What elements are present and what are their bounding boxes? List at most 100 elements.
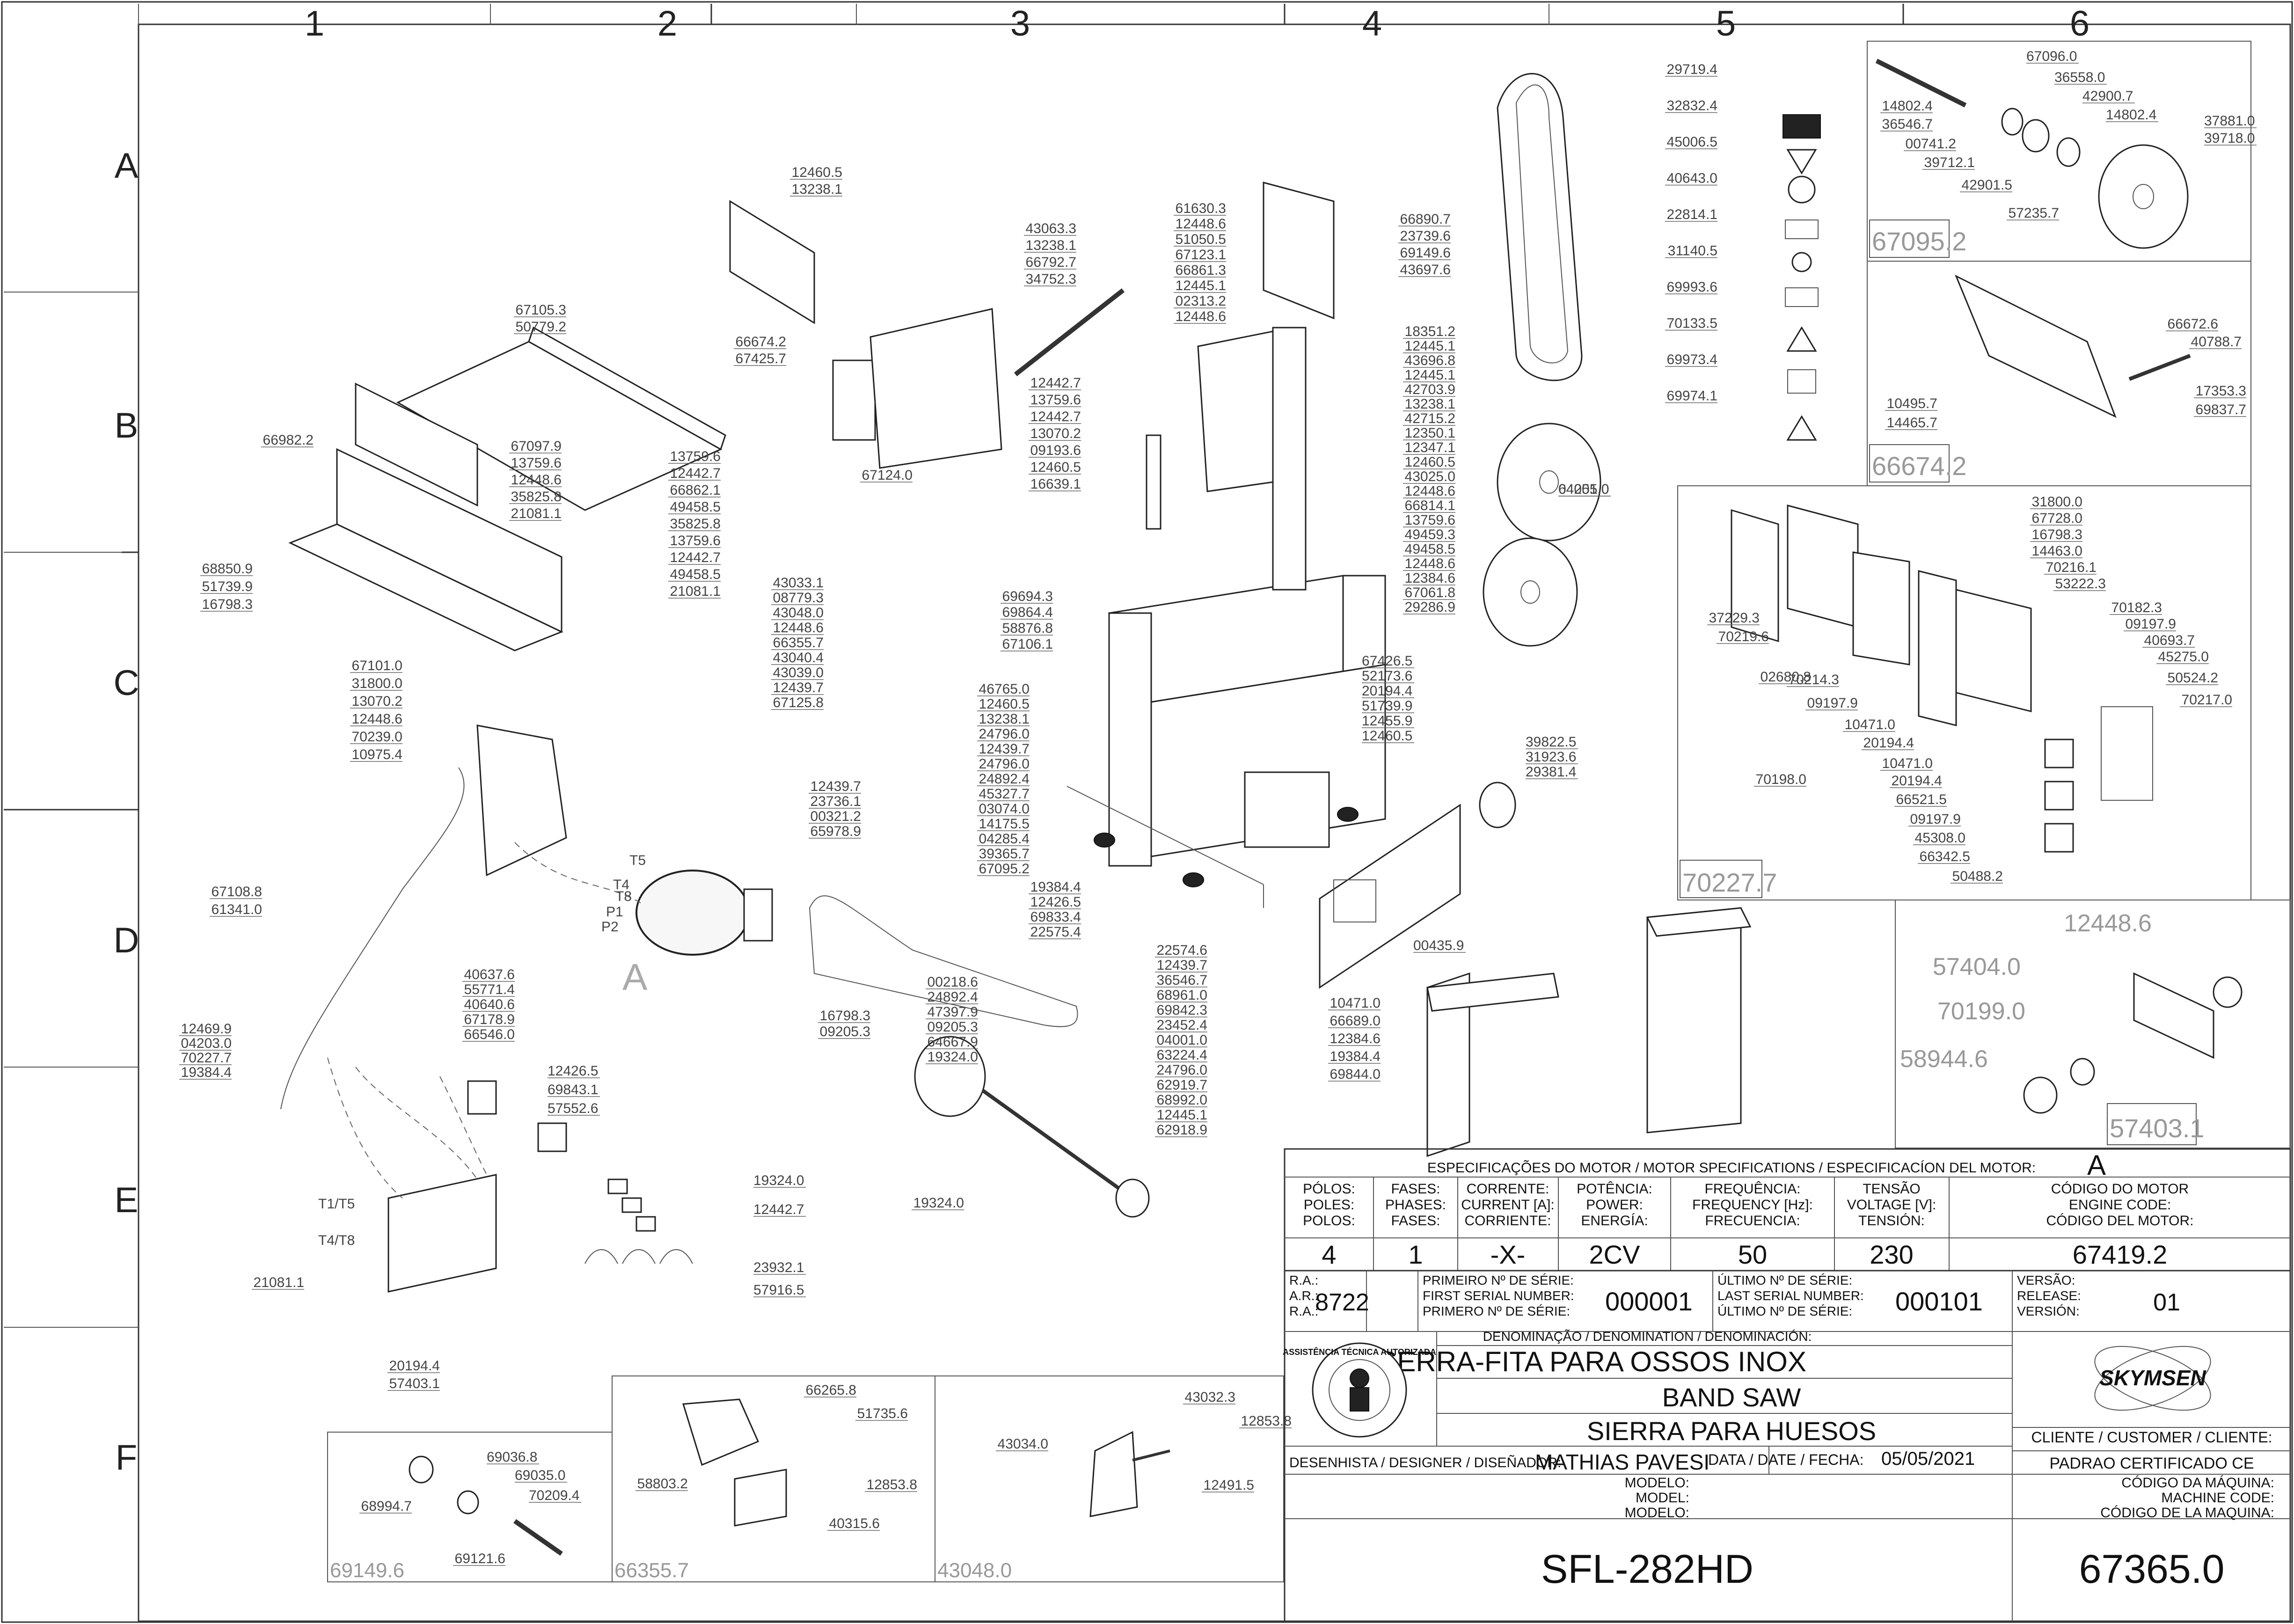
part-number-label: 13759.6 <box>670 449 721 464</box>
svg-text:MODELO:: MODELO: <box>1625 1505 1689 1521</box>
decal-part-label: 40643.0 <box>1667 171 1717 186</box>
detail-part-label: 39718.0 <box>2204 131 2255 146</box>
motor-spec-value: 4 <box>1322 1240 1336 1269</box>
grid-row-a: A <box>115 146 139 186</box>
detail-part-label: 20194.4 <box>1892 773 1942 789</box>
part-number-label: 13759.6 <box>670 533 721 549</box>
part-callouts: 12460.513238.167105.350779.266674.267425… <box>179 49 2257 1566</box>
part-number-label: 12460.5 <box>979 696 1030 712</box>
part-number-label: 63224.4 <box>1157 1047 1207 1063</box>
detail-part-label: 43032.3 <box>1185 1390 1235 1405</box>
designer-label: DESENHISTA / DESIGNER / DISEÑADOR: <box>1289 1455 1561 1470</box>
part-number-label: 23452.4 <box>1157 1017 1207 1033</box>
part-number-label: 12445.1 <box>1405 338 1455 354</box>
part-number-label: 66861.3 <box>1176 263 1226 278</box>
part-number-label: 12439.7 <box>979 741 1030 757</box>
date-value: 05/05/2021 <box>1881 1448 1975 1469</box>
motor-spec-label: CÓDIGO DO MOTOR <box>2051 1181 2189 1197</box>
seal-text: ASSISTÊNCIA TÉCNICA AUTORIZADA <box>1283 1347 1436 1357</box>
part-number-label: 13070.2 <box>1030 426 1081 441</box>
part-number-label: 22574.6 <box>1157 943 1207 958</box>
svg-text:PRIMERO Nº DE SÉRIE:: PRIMERO Nº DE SÉRIE: <box>1423 1304 1570 1318</box>
detail-part-label: 09197.9 <box>1910 812 1961 827</box>
svg-text:CÓDIGO DA MÁQUINA:: CÓDIGO DA MÁQUINA: <box>2121 1475 2274 1491</box>
part-number-label: 13238.1 <box>1405 396 1455 412</box>
detail-part-label: 68994.7 <box>361 1499 412 1514</box>
grid-row-b: B <box>115 406 139 446</box>
part-number-label: 43040.4 <box>773 650 824 666</box>
part-number-label: 69842.3 <box>1157 1002 1207 1018</box>
part-number-label: 12445.1 <box>1405 367 1455 383</box>
view-marker: A <box>622 956 648 998</box>
decal-part-label: 29719.4 <box>1667 62 1717 77</box>
detail-part-label: 39712.1 <box>1924 155 1975 170</box>
grid-col-3: 3 <box>1010 4 1030 44</box>
ra-label-es: R.A.: <box>1289 1304 1318 1318</box>
lower-wheel-drawing <box>1483 537 1578 647</box>
detail-part-label: 58944.6 <box>1900 1046 1988 1073</box>
motor-spec-columns: PÓLOS:POLES:POLOS:4FASES:PHASES:FASES:1C… <box>1303 1181 2193 1269</box>
part-number-label: 69833.4 <box>1030 909 1081 925</box>
part-number-label: 66862.1 <box>670 483 721 498</box>
detail-part-label: 66342.5 <box>1920 849 1970 864</box>
svg-text:CÓDIGO DE LA MAQUINA:: CÓDIGO DE LA MAQUINA: <box>2100 1505 2274 1521</box>
wire-tag-label: T5 <box>629 853 646 868</box>
part-number-label: 13238.1 <box>979 711 1030 727</box>
part-number-label: 12442.7 <box>1030 409 1081 424</box>
detail-box-57403 <box>1895 900 2291 1149</box>
detail-code-66674: 66674.2 <box>1872 451 1966 481</box>
part-number-label: 12442.7 <box>670 466 721 481</box>
part-number-label: 55771.4 <box>464 982 515 997</box>
motor-spec-label: POTÊNCIA: <box>1577 1181 1652 1197</box>
part-number-label: 57552.6 <box>548 1101 598 1116</box>
part-number-label: 10471.0 <box>1330 995 1381 1011</box>
detail-part-label: 69837.7 <box>2196 402 2246 417</box>
date-label: DATA / DATE / FECHA: <box>1708 1451 1863 1468</box>
band-blade-drawing <box>1497 73 1583 381</box>
detail-part-label: 40315.6 <box>829 1516 880 1531</box>
part-number-label: 42715.2 <box>1405 411 1455 426</box>
detail-part-label: 57235.7 <box>2009 205 2059 221</box>
side-panel-drawing <box>1319 804 1461 989</box>
part-number-label: 12448.6 <box>1405 556 1455 571</box>
part-number-label: 13759.6 <box>511 455 562 471</box>
part-number-label: 20194.4 <box>389 1358 440 1374</box>
detail-part-label: 70216.1 <box>2046 560 2097 575</box>
detail-part-label: 70214.3 <box>1789 672 1839 688</box>
version-value: 01 <box>2153 1289 2180 1316</box>
electrical-box-drawing <box>387 1174 497 1293</box>
part-number-label: 69844.0 <box>1330 1067 1381 1082</box>
ra-value: 8722 <box>1315 1289 1369 1316</box>
part-number-label: 66355.7 <box>773 635 824 651</box>
part-number-label: 51739.9 <box>1362 698 1412 714</box>
part-number-label: 19384.4 <box>1030 879 1081 895</box>
decal-part-label: 22814.1 <box>1667 207 1717 222</box>
customer-label: CLIENTE / CUSTOMER / CLIENTE: <box>2031 1429 2272 1446</box>
detail-part-label: 66265.8 <box>806 1383 856 1398</box>
part-number-label: 12384.6 <box>1330 1031 1381 1046</box>
detail-part-label: 14463.0 <box>2032 543 2082 559</box>
part-number-label: 67426.5 <box>1362 653 1412 669</box>
svg-text:VERSÃO:: VERSÃO: <box>2017 1273 2075 1287</box>
svg-text:MODEL:: MODEL: <box>1636 1490 1689 1506</box>
part-number-label: 70239.0 <box>352 729 402 745</box>
part-number-label: 69694.3 <box>1002 589 1053 604</box>
tray-side-drawing <box>336 448 563 633</box>
model-value: SFL-282HD <box>1541 1547 1753 1592</box>
part-number-label: 35825.8 <box>670 516 721 532</box>
part-number-label: 51739.9 <box>202 579 253 594</box>
part-number-label: 69864.4 <box>1002 605 1053 620</box>
wire-tag-label: P1 <box>606 904 623 920</box>
part-number-label: 24796.0 <box>979 726 1030 742</box>
motor-drawing <box>636 870 750 956</box>
part-number-label: 09193.6 <box>1030 443 1081 458</box>
detail-part-label: 69036.8 <box>487 1449 537 1465</box>
detail-part-label: 69121.6 <box>455 1551 505 1566</box>
grid-col-5: 5 <box>1716 4 1736 44</box>
part-number-label: 67105.3 <box>516 302 566 318</box>
part-number-label: 12439.7 <box>1157 958 1207 973</box>
detail-code-66355: 66355.7 <box>614 1559 689 1582</box>
part-number-label: 57916.5 <box>753 1282 804 1298</box>
decal-part-label: 69993.6 <box>1667 279 1717 295</box>
decal-part-label: 70133.5 <box>1667 316 1717 331</box>
